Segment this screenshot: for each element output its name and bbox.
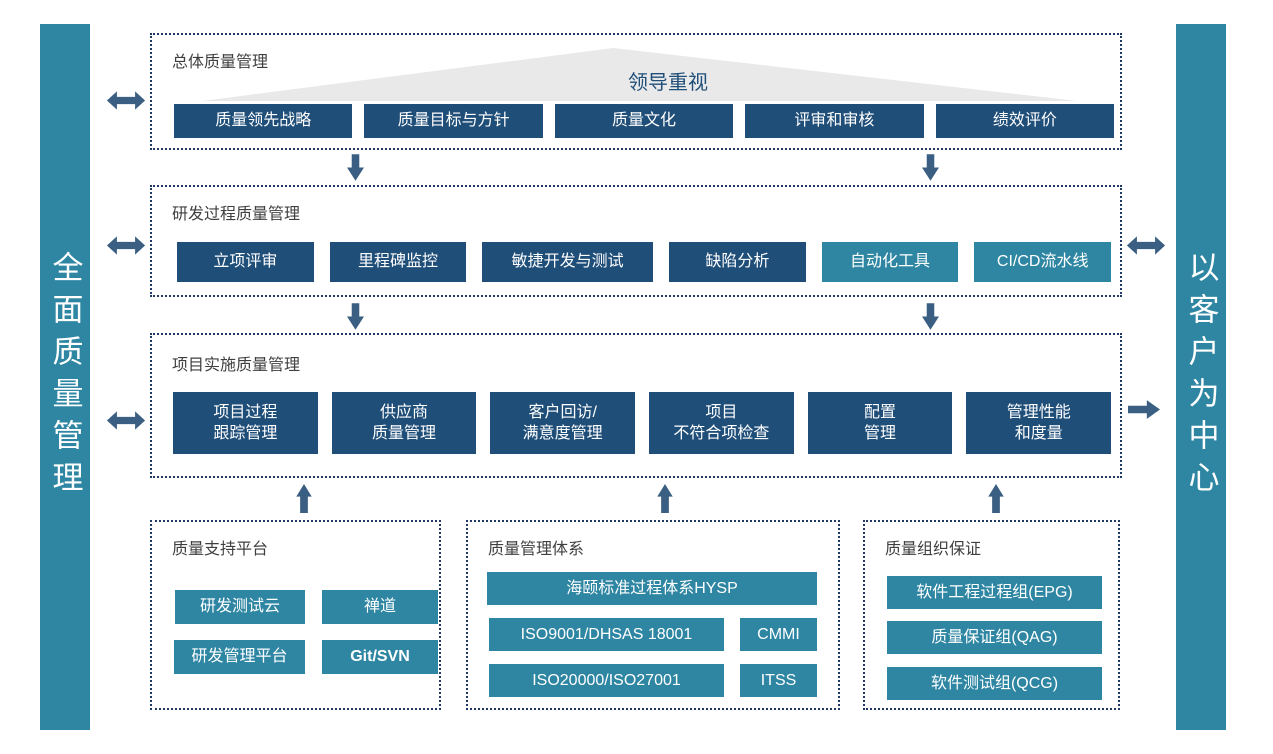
node-itss: ITSS xyxy=(740,664,817,697)
node-line: 供应商 xyxy=(380,403,429,421)
node-agile-dev-testing: 敏捷开发与测试 xyxy=(482,242,654,282)
left-double-arrow-icon xyxy=(106,236,146,255)
node-qcg-group: 软件测试组(QCG) xyxy=(887,667,1102,700)
node-line: 质量管理 xyxy=(372,425,437,442)
section-project-impl-quality: 项目实施质量管理 项目过程 跟踪管理 供应商 质量管理 客户回访/ 满意度管理 … xyxy=(150,333,1122,478)
node-epg-group: 软件工程过程组(EPG) xyxy=(887,576,1102,609)
node-milestone-monitoring: 里程碑监控 xyxy=(329,242,467,282)
section-rd-title: 研发过程质量管理 xyxy=(172,206,301,223)
node-configuration-management: 配置 管理 xyxy=(807,392,953,454)
node-automation-tools: 自动化工具 xyxy=(821,242,959,282)
node-line: 满意度管理 xyxy=(522,425,603,442)
node-line: 管理性能 xyxy=(1006,403,1071,421)
node-line: 配置 xyxy=(864,403,897,421)
node-cmmi: CMMI xyxy=(740,618,817,651)
section-quality-management-system: 质量管理体系 海颐标准过程体系HYSP ISO9001/DHSAS 18001 … xyxy=(466,520,840,710)
node-hysp-standard-process: 海颐标准过程体系HYSP xyxy=(487,572,817,605)
node-line: 不符合项检查 xyxy=(673,425,770,442)
node-zentao: 禅道 xyxy=(322,590,438,624)
down-arrow-icon xyxy=(922,303,939,330)
node-iso20000-iso27001: ISO20000/ISO27001 xyxy=(489,664,724,697)
node-defect-analysis: 缺陷分析 xyxy=(669,242,806,282)
section-platform-title: 质量支持平台 xyxy=(172,541,269,558)
section-system-title: 质量管理体系 xyxy=(488,541,585,558)
node-line: 项目过程 xyxy=(213,403,278,421)
node-customer-satisfaction: 客户回访/ 满意度管理 xyxy=(490,392,636,454)
node-rd-management-platform: 研发管理平台 xyxy=(174,640,305,674)
right-double-arrow-icon xyxy=(1126,236,1166,255)
node-cicd-pipeline: CI/CD流水线 xyxy=(974,242,1111,282)
node-git-svn: Git/SVN xyxy=(322,640,438,674)
left-banner-label: 全面质量管理 xyxy=(47,251,83,503)
node-performance-evaluation: 绩效评价 xyxy=(935,104,1115,138)
section-quality-organization: 质量组织保证 软件工程过程组(EPG) 质量保证组(QAG) 软件测试组(QCG… xyxy=(863,520,1120,710)
node-quality-goals-policy: 质量目标与方针 xyxy=(364,104,543,138)
section-overall-quality: 总体质量管理 领导重视 质量领先战略 质量目标与方针 质量文化 评审和审核 绩效… xyxy=(150,33,1122,150)
left-double-arrow-icon xyxy=(106,91,146,110)
section-quality-support-platform: 质量支持平台 研发测试云 禅道 研发管理平台 Git/SVN xyxy=(150,520,441,710)
node-supplier-quality: 供应商 质量管理 xyxy=(331,392,477,454)
node-rd-test-cloud: 研发测试云 xyxy=(175,590,305,624)
left-double-arrow-icon xyxy=(106,411,146,430)
node-project-process-tracking: 项目过程 跟踪管理 xyxy=(173,392,318,454)
node-quality-culture: 质量文化 xyxy=(554,104,734,138)
down-arrow-icon xyxy=(347,303,364,330)
up-arrow-icon xyxy=(988,484,1004,513)
right-banner: 以客户为中心 xyxy=(1176,24,1226,730)
right-banner-label: 以客户为中心 xyxy=(1183,251,1219,503)
node-quality-leading-strategy: 质量领先战略 xyxy=(174,104,353,138)
section-org-title: 质量组织保证 xyxy=(885,541,982,558)
node-project-initiation-review: 立项评审 xyxy=(177,242,314,282)
node-management-metrics: 管理性能 和度量 xyxy=(966,392,1112,454)
down-arrow-icon xyxy=(347,154,364,181)
up-arrow-icon xyxy=(296,484,312,513)
section-rd-process-quality: 研发过程质量管理 立项评审 里程碑监控 敏捷开发与测试 缺陷分析 自动化工具 C… xyxy=(150,185,1122,297)
node-nonconformance-check: 项目 不符合项检查 xyxy=(649,392,794,454)
node-review-audit: 评审和审核 xyxy=(745,104,924,138)
node-iso9001-dhsas18001: ISO9001/DHSAS 18001 xyxy=(489,618,724,651)
right-arrow-icon xyxy=(1128,400,1160,419)
section-overall-title: 总体质量管理 xyxy=(172,54,269,71)
node-line: 和度量 xyxy=(1014,425,1063,442)
node-line: 客户回访/ xyxy=(528,403,597,421)
leadership-label: 领导重视 xyxy=(628,72,708,94)
node-line: 项目 xyxy=(705,403,738,421)
section-project-title: 项目实施质量管理 xyxy=(172,357,301,374)
node-line: 管理 xyxy=(864,425,897,442)
left-banner: 全面质量管理 xyxy=(40,24,90,730)
up-arrow-icon xyxy=(657,484,673,513)
node-line: 跟踪管理 xyxy=(213,425,278,442)
node-qag-group: 质量保证组(QAG) xyxy=(887,621,1102,654)
down-arrow-icon xyxy=(922,154,939,181)
